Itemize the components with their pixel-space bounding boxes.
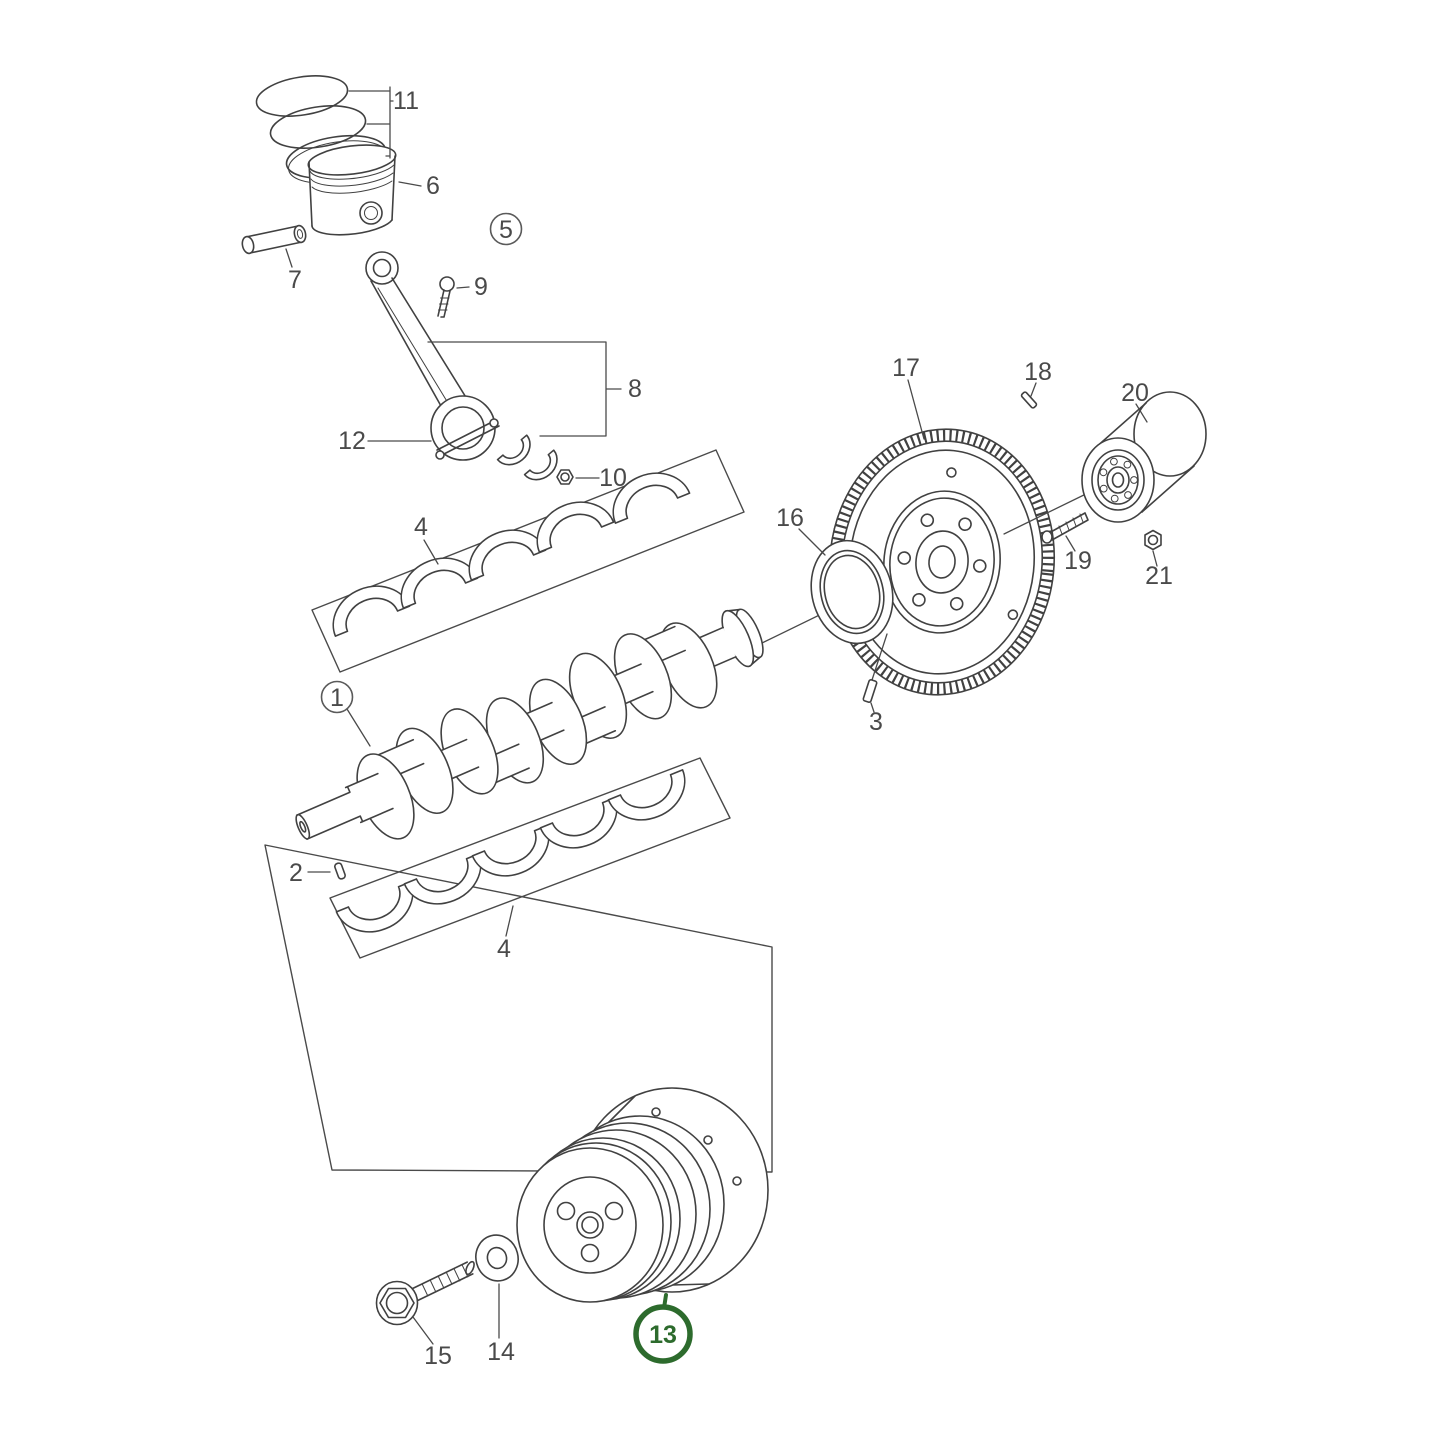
part-label-8[interactable]: 8 bbox=[628, 375, 642, 403]
panel-outline-pulley bbox=[264, 844, 773, 1173]
part-label-14[interactable]: 14 bbox=[487, 1338, 515, 1366]
part-label-5[interactable]: 5 bbox=[499, 216, 513, 244]
part-label-20[interactable]: 20 bbox=[1121, 379, 1149, 407]
pulley-bolt bbox=[375, 1260, 475, 1326]
callout-9[interactable]: 9 bbox=[456, 273, 488, 301]
part-label-1[interactable]: 1 bbox=[330, 684, 344, 712]
part-label-16[interactable]: 16 bbox=[776, 504, 804, 532]
dowel-pin bbox=[862, 633, 888, 703]
callout-1[interactable]: 1 bbox=[320, 680, 371, 747]
part-label-7[interactable]: 7 bbox=[288, 266, 302, 294]
callout-5[interactable]: 5 bbox=[489, 212, 523, 246]
rod-bolt bbox=[437, 276, 455, 318]
callout-10[interactable]: 10 bbox=[575, 464, 627, 492]
connecting-rod bbox=[365, 251, 500, 461]
part-label-2[interactable]: 2 bbox=[289, 859, 303, 887]
part-label-10[interactable]: 10 bbox=[599, 464, 627, 492]
callout-20[interactable]: 20 bbox=[1121, 379, 1149, 423]
crankshaft bbox=[295, 608, 764, 840]
part-label-15[interactable]: 15 bbox=[424, 1342, 452, 1370]
rear-crankshaft-seal bbox=[810, 539, 894, 645]
callout-14[interactable]: 14 bbox=[487, 1283, 515, 1366]
callout-17[interactable]: 17 bbox=[892, 354, 925, 440]
callout-4-lower[interactable]: 4 bbox=[497, 905, 514, 963]
hub-nut bbox=[1144, 529, 1162, 551]
callout-7[interactable]: 7 bbox=[285, 248, 302, 294]
callout-2[interactable]: 2 bbox=[289, 859, 331, 887]
part-label-11[interactable]: 11 bbox=[393, 87, 419, 115]
rod-nut bbox=[556, 469, 574, 485]
wrist-pin bbox=[241, 224, 307, 255]
part-label-19[interactable]: 19 bbox=[1064, 547, 1092, 575]
washer bbox=[475, 1234, 519, 1282]
part-label-9[interactable]: 9 bbox=[474, 273, 488, 301]
callout-18[interactable]: 18 bbox=[1024, 358, 1052, 397]
callout-3[interactable]: 3 bbox=[869, 702, 883, 736]
callout-16[interactable]: 16 bbox=[776, 504, 826, 556]
hub-bolt bbox=[1041, 512, 1089, 544]
callout-12[interactable]: 12 bbox=[338, 427, 432, 455]
highlight-circle-13[interactable] bbox=[633, 1304, 693, 1364]
crankshaft-key bbox=[334, 862, 346, 880]
flywheel-hub-axis-line bbox=[1003, 491, 1091, 535]
panel-outline-lower-bearings bbox=[329, 757, 731, 959]
callout-circle-5[interactable] bbox=[489, 212, 523, 246]
callout-21[interactable]: 21 bbox=[1145, 550, 1173, 590]
hub bbox=[1081, 391, 1207, 523]
callout-13-highlighted[interactable]: 13 bbox=[633, 1293, 693, 1364]
part-label-17[interactable]: 17 bbox=[892, 354, 920, 382]
part-label-4-lower[interactable]: 4 bbox=[497, 935, 511, 963]
callout-8[interactable]: 8 bbox=[427, 341, 642, 437]
part-label-6[interactable]: 6 bbox=[426, 172, 440, 200]
part-label-3[interactable]: 3 bbox=[869, 708, 883, 736]
part-label-12[interactable]: 12 bbox=[338, 427, 366, 455]
callout-circle-1[interactable] bbox=[320, 680, 354, 714]
part-label-21[interactable]: 21 bbox=[1145, 562, 1173, 590]
part-label-18[interactable]: 18 bbox=[1024, 358, 1052, 386]
callout-4-upper[interactable]: 4 bbox=[414, 513, 439, 565]
callout-11[interactable]: 11 bbox=[348, 86, 419, 159]
part-label-13[interactable]: 13 bbox=[649, 1321, 677, 1349]
callout-19[interactable]: 19 bbox=[1064, 535, 1092, 575]
callout-15[interactable]: 15 bbox=[412, 1316, 452, 1370]
callout-6[interactable]: 6 bbox=[398, 172, 440, 200]
flywheel-pin bbox=[1020, 391, 1038, 409]
piston bbox=[307, 144, 397, 236]
part-label-4-upper[interactable]: 4 bbox=[414, 513, 428, 541]
crankshaft-pulley bbox=[516, 1087, 769, 1303]
